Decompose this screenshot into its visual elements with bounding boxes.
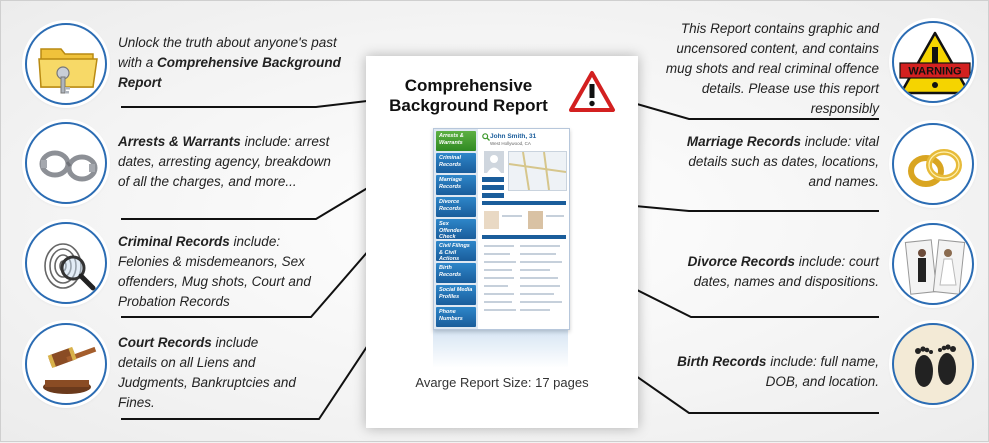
warning-sign-label: WARNING — [908, 66, 961, 78]
report-main: John Smith, 31 West Hollywood, CA — [480, 129, 569, 329]
fingerprint-circle — [25, 222, 107, 304]
report-menu: Arrests & Warrants Criminal Records Marr… — [434, 129, 478, 329]
arrow-warning — [615, 95, 879, 120]
report-preview: Arrests & Warrants Criminal Records Marr… — [433, 128, 570, 330]
footprints-circle — [892, 323, 974, 405]
report-menu-item: Sex Offender Check — [436, 219, 476, 239]
criminal-text: Criminal Records include: Felonies & mis… — [118, 234, 311, 309]
report-subject-location: West Hollywood, CA — [490, 141, 531, 146]
report-menu-item: Divorce Records — [436, 197, 476, 217]
report-menu-item: Phone Numbers — [436, 307, 476, 327]
report-subject-name: John Smith, 31 — [490, 133, 537, 140]
gavel-icon — [43, 346, 97, 394]
handcuffs-icon — [39, 150, 98, 182]
handcuffs-circle — [25, 122, 107, 204]
locked-folder-icon — [38, 48, 98, 94]
mugshot-thumbnail — [528, 211, 543, 229]
rings-circle — [892, 123, 974, 205]
mugshot-thumbnail — [484, 211, 499, 229]
search-icon — [482, 133, 490, 141]
report-menu-item: Marriage Records — [436, 175, 476, 195]
court-text: Court Records include details on all Lie… — [118, 335, 296, 410]
wedding-couple-icon — [904, 239, 966, 295]
divorce-text: Divorce Records include: court dates, na… — [687, 254, 879, 289]
fingerprint-magnifier-icon — [44, 243, 96, 291]
subject-photo — [484, 151, 504, 173]
couple-circle — [892, 223, 974, 305]
report-reflection — [433, 330, 568, 368]
warning-sign-icon: WARNING — [899, 31, 971, 95]
report-menu-item: Social Media Profiles — [436, 285, 476, 305]
baby-footprints-icon — [915, 344, 956, 387]
intro-text: Unlock the truth about anyone's past wit… — [118, 35, 341, 90]
arrow-intro — [121, 94, 394, 108]
report-menu-item: Civil Filings & Civil Actions — [436, 241, 476, 261]
report-card: Comprehensive Background Report Arrests … — [366, 56, 638, 428]
average-report-size: Avarge Report Size: 17 pages — [415, 375, 589, 390]
warning-text: This Report contains graphic and uncenso… — [665, 21, 879, 116]
alert-triangle-icon — [569, 71, 615, 112]
card-title: Comprehensive Background Report — [389, 76, 548, 115]
wedding-rings-icon — [908, 149, 962, 187]
report-menu-item: Birth Records — [436, 263, 476, 283]
warning-circle: WARNING — [892, 21, 974, 103]
gavel-circle — [25, 323, 107, 405]
map-thumbnail — [508, 151, 567, 191]
marriage-text: Marriage Records include: vital details … — [686, 134, 879, 189]
birth-text: Birth Records include: full name, DOB, a… — [677, 354, 879, 389]
report-menu-item: Arrests & Warrants — [436, 131, 476, 151]
locked-folder-circle — [25, 23, 107, 105]
arrests-text: Arrests & Warrants include: arrest dates… — [118, 134, 331, 189]
report-menu-item: Criminal Records — [436, 153, 476, 173]
